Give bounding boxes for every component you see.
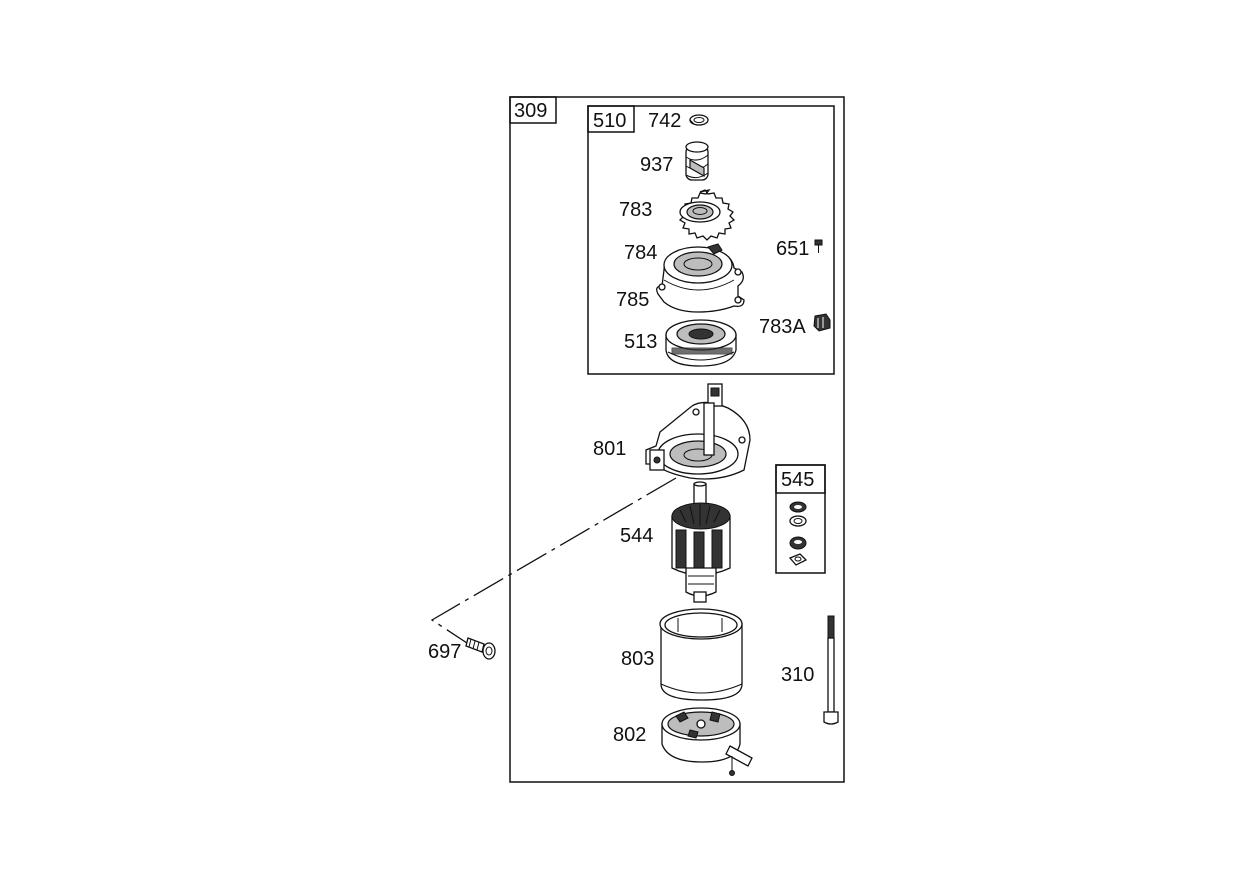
part-545-kit <box>788 501 808 566</box>
part-697-bolt <box>465 637 496 660</box>
part-801-housing <box>645 383 751 480</box>
part-label-784: 784 <box>624 242 657 264</box>
part-label-651: 651 <box>776 238 809 260</box>
part-label-801: 801 <box>593 438 626 460</box>
part-label-803: 803 <box>621 648 654 670</box>
part-783-gear <box>678 188 736 241</box>
part-783a-nut <box>813 313 831 332</box>
part-label-310: 310 <box>781 664 814 686</box>
part-label-785: 785 <box>616 289 649 311</box>
part-651-screw <box>814 239 823 253</box>
main-assembly-frame <box>509 96 845 783</box>
main-assembly-ref-box <box>509 96 557 124</box>
part-513-clutch <box>665 319 737 367</box>
main-assembly-ref: 309 <box>514 100 547 122</box>
part-802-endcap <box>661 707 753 776</box>
part-label-742: 742 <box>648 110 681 132</box>
part-310-bolt <box>823 615 839 725</box>
part-label-783a: 783A <box>759 316 806 338</box>
part-label-697: 697 <box>428 641 461 663</box>
part-742-clip <box>689 114 709 126</box>
drive-subassembly-ref-box <box>587 105 635 133</box>
drive-subassembly-frame <box>587 105 835 375</box>
part-label-937: 937 <box>640 154 673 176</box>
part-label-544: 544 <box>620 525 653 547</box>
part-544-armature <box>671 481 731 603</box>
drive-subassembly-ref: 510 <box>593 110 626 132</box>
kit-subassembly-ref: 545 <box>781 469 814 491</box>
part-label-802: 802 <box>613 724 646 746</box>
part-697-leader <box>430 477 677 646</box>
part-803-frame <box>659 608 743 701</box>
part-937-spring <box>685 141 709 181</box>
kit-subassembly-ref-box <box>775 464 826 494</box>
part-784-cap <box>656 243 745 313</box>
part-label-513: 513 <box>624 331 657 353</box>
part-label-783: 783 <box>619 199 652 221</box>
